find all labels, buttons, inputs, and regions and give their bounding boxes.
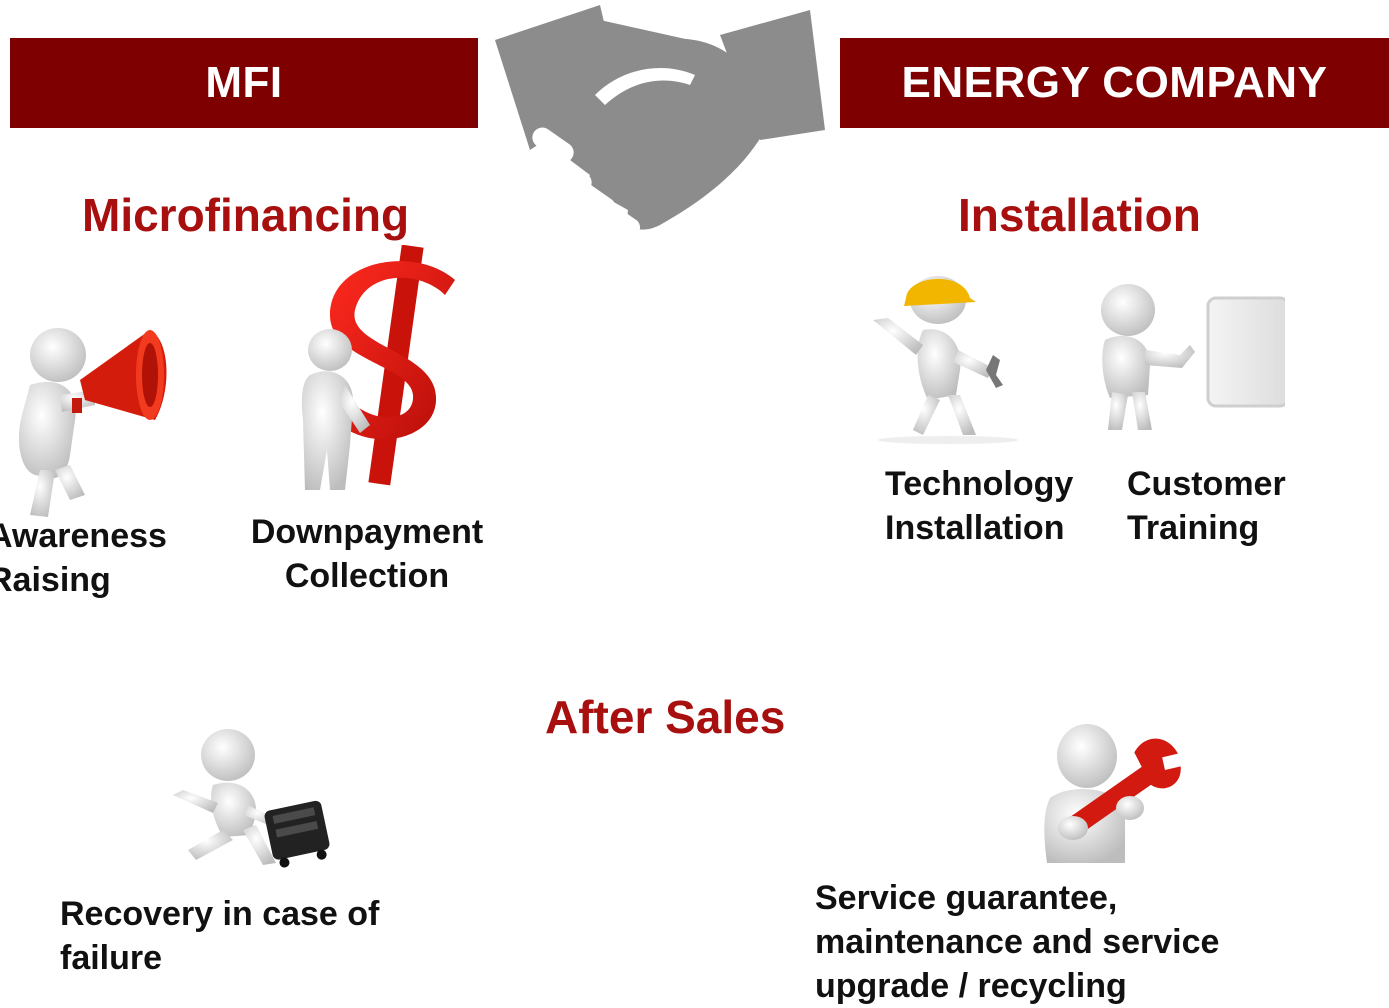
awareness-raising-caption: Awareness Raising	[0, 514, 167, 602]
awareness-line-1: Awareness	[0, 517, 167, 555]
recovery-line-2: failure	[60, 939, 163, 977]
customer-training-line-1: Customer	[1127, 465, 1286, 503]
mfi-banner: MFI	[10, 38, 478, 128]
customer-training-line-2: Training	[1127, 509, 1260, 547]
customer-training-caption: Customer Training	[1127, 462, 1286, 550]
technology-installation-caption: Technology Installation	[885, 462, 1073, 550]
downpayment-caption: Downpayment Collection	[242, 510, 492, 598]
trainer-figure	[1101, 284, 1285, 430]
after-sales-title: After Sales	[545, 691, 786, 743]
tech-install-line-1: Technology	[885, 465, 1074, 503]
dollar-figure	[301, 245, 455, 490]
recovery-line-1: Recovery in case of	[60, 895, 380, 933]
service-line-3: upgrade / recycling	[815, 967, 1127, 1005]
service-caption: Service guarantee, maintenance and servi…	[815, 876, 1219, 1008]
service-line-2: maintenance and service	[815, 923, 1220, 961]
energy-company-label: ENERGY COMPANY	[901, 58, 1328, 107]
mfi-label: MFI	[205, 58, 283, 107]
energy-company-banner: ENERGY COMPANY	[840, 38, 1389, 128]
recovery-caption: Recovery in case of failure	[60, 892, 379, 980]
installation-title: Installation	[958, 189, 1201, 241]
handshake-icon	[495, 5, 825, 237]
wrench-figure	[1044, 724, 1181, 863]
microfinancing-title: Microfinancing	[82, 189, 410, 241]
service-line-1: Service guarantee,	[815, 879, 1118, 917]
downpayment-line-1: Downpayment	[250, 513, 484, 551]
tech-install-line-2: Installation	[885, 509, 1065, 547]
builder-figure	[873, 276, 1018, 444]
downpayment-line-2: Collection	[284, 557, 450, 595]
runner-suitcase-figure	[173, 729, 330, 868]
awareness-line-2: Raising	[0, 561, 111, 599]
megaphone-figure	[18, 328, 167, 517]
